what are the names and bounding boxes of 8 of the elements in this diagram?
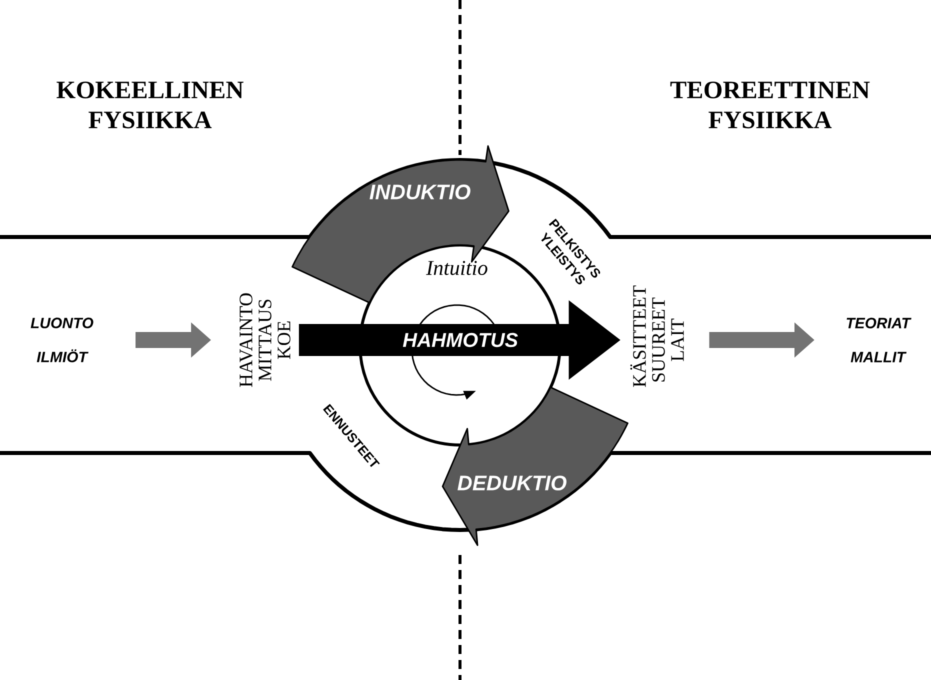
edge-label: HAHMOTUS xyxy=(402,332,520,348)
text-label: Intuitio xyxy=(426,260,488,276)
text-label: TEORIAT MALLIT xyxy=(846,318,912,362)
heading: KOKEELLINEN FYSIIKKA xyxy=(56,82,244,128)
vertical-label: KÄSITTEET SUUREET LAIT xyxy=(630,285,684,387)
text-label: LUONTO ILMIÖT xyxy=(30,318,94,362)
heading: TEOREETTINEN FYSIIKKA xyxy=(670,82,870,128)
vertical-label: HAVAINTO MITTAUS KOE xyxy=(240,293,290,387)
